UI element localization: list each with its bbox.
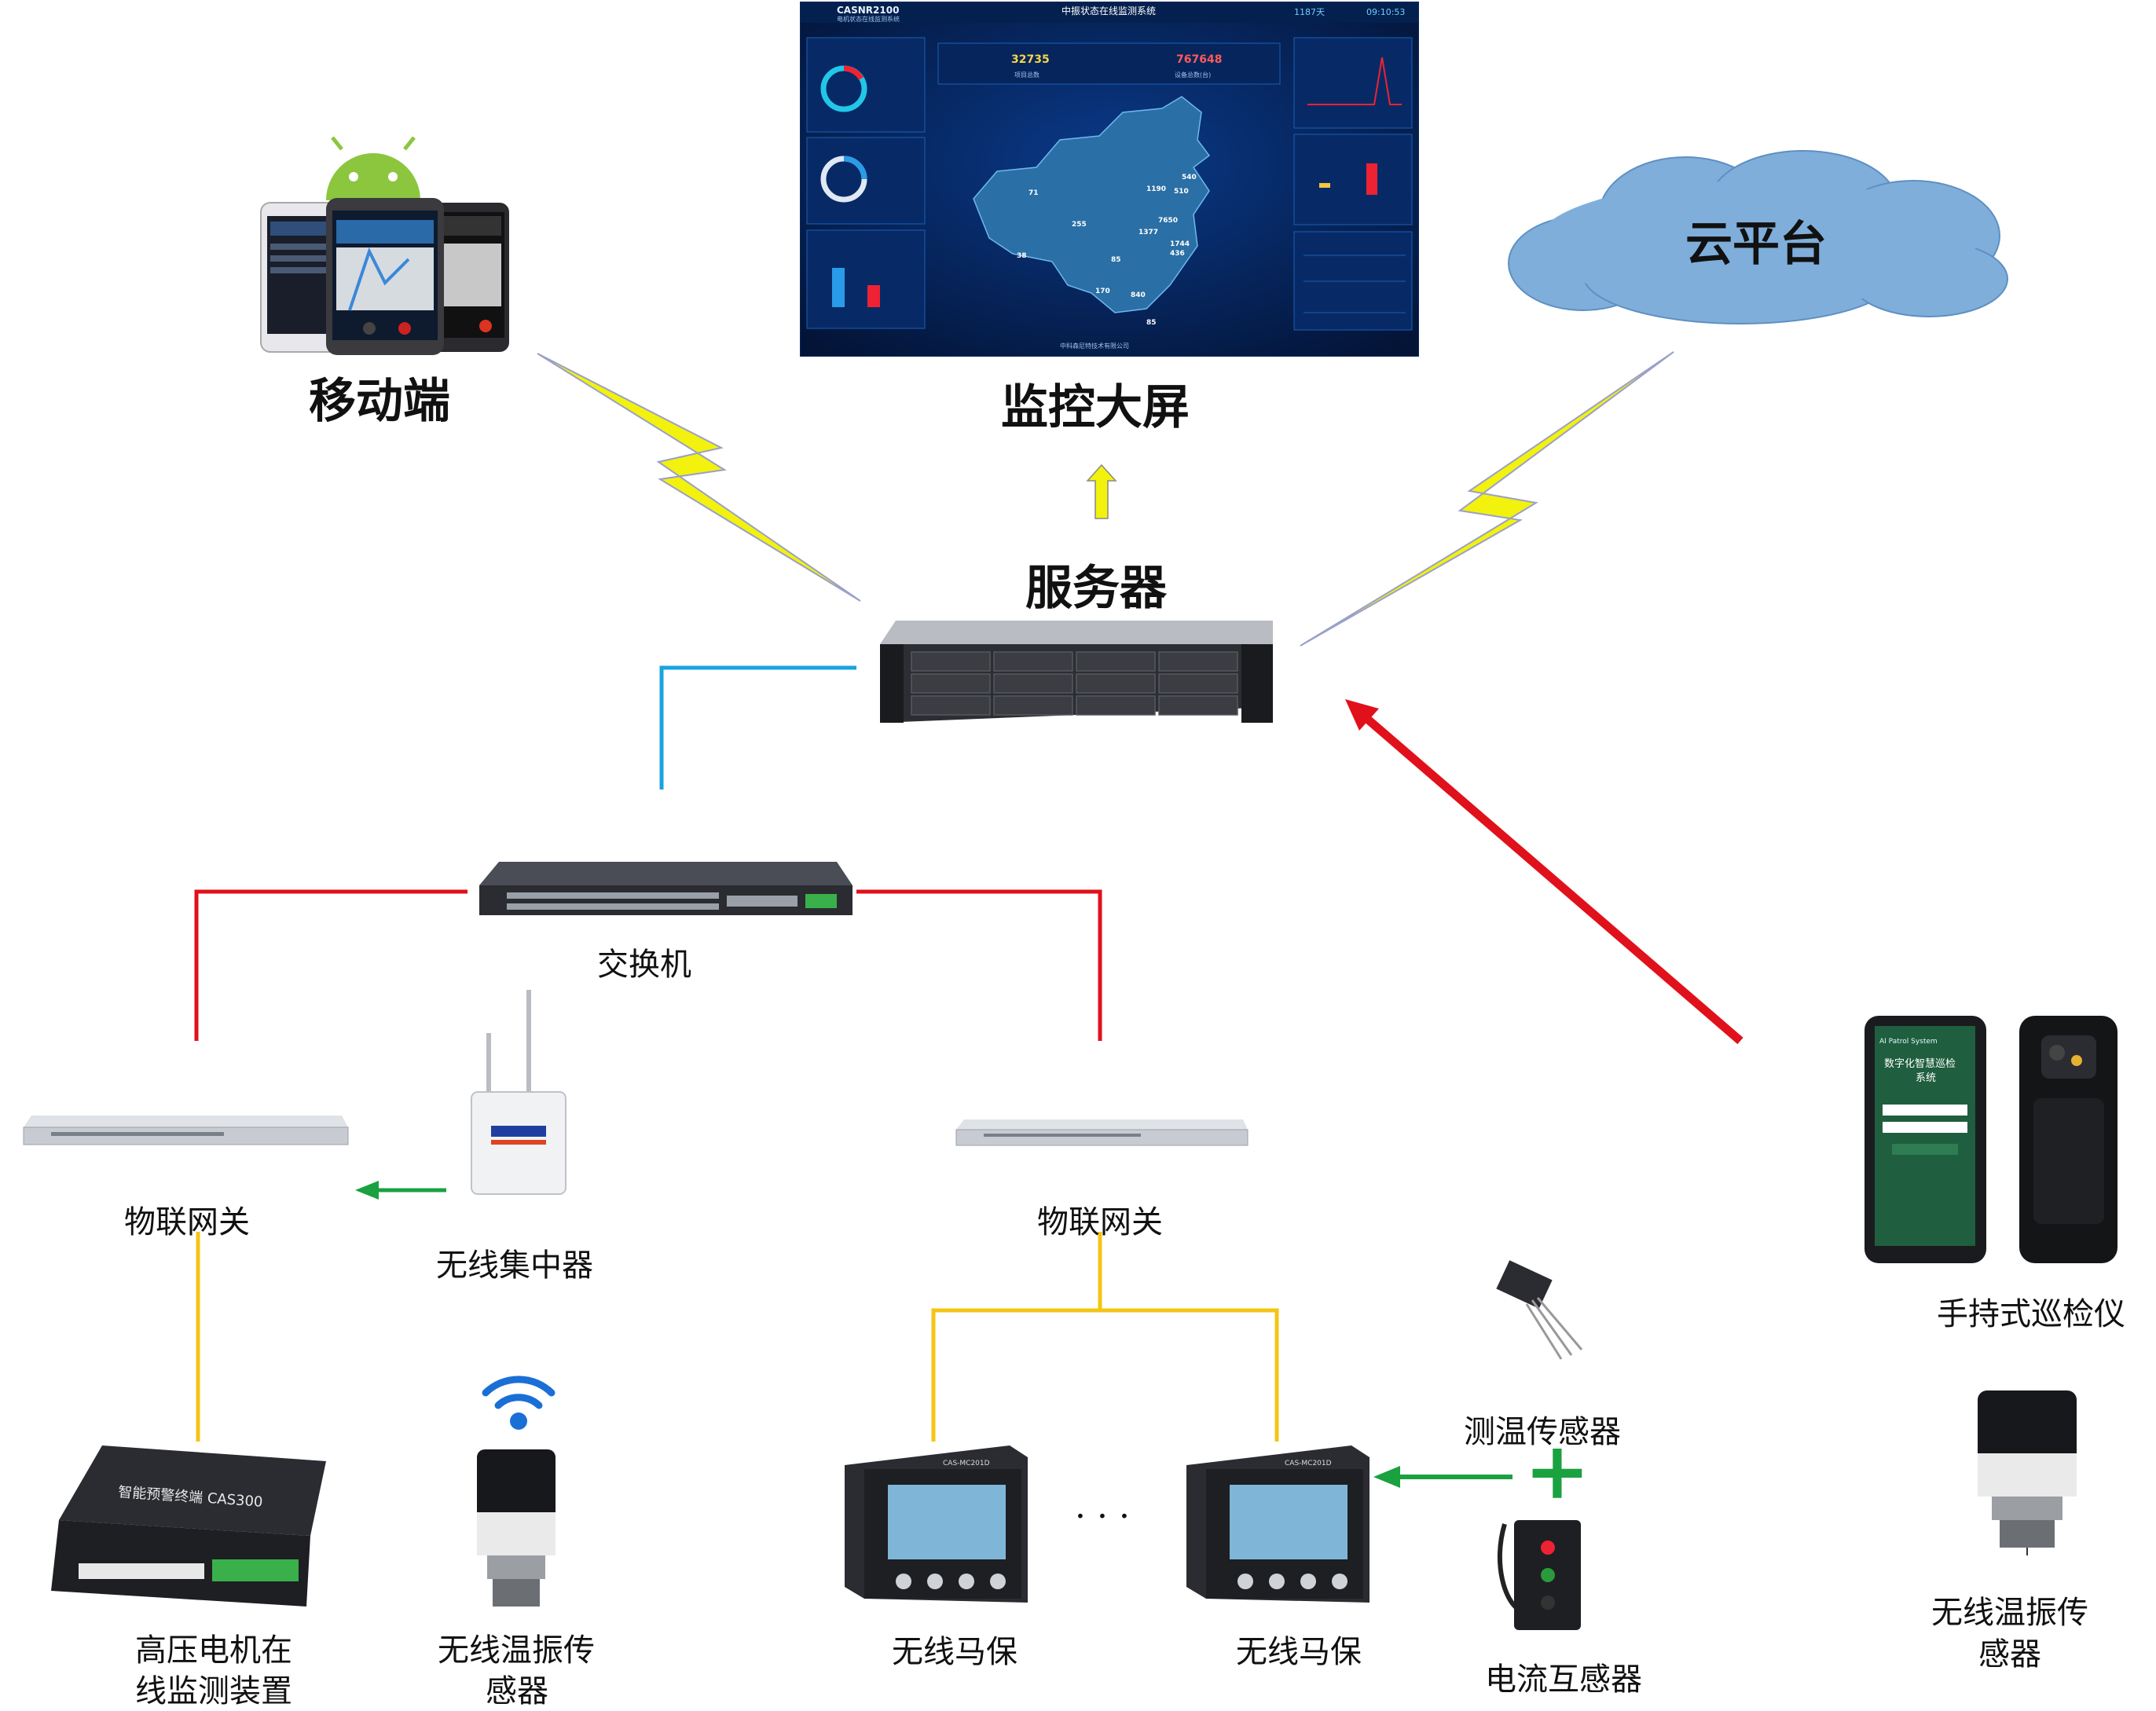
switch-label: 交换机	[597, 947, 691, 983]
android-icon	[326, 136, 420, 200]
screen-stat-2: 767648	[1176, 53, 1222, 66]
svg-text:1377: 1377	[1138, 229, 1158, 236]
hv-motor-label-2: 线监测装置	[135, 1673, 292, 1709]
wireless-concentrator-image	[471, 990, 566, 1195]
svg-text:71: 71	[1028, 189, 1039, 197]
mobile-devices-image	[251, 134, 519, 361]
handheld-device-image: AI Patrol System 数字化智慧巡检 系统	[1864, 1016, 2118, 1263]
yellow-up-arrow	[1086, 463, 1117, 519]
lightning-right	[1300, 351, 1674, 647]
green-arrowhead-2	[1373, 1466, 1400, 1488]
lightning-left	[537, 353, 861, 602]
left-gateway-label: 物联网关	[124, 1204, 250, 1240]
wtv-right-label-1: 无线温振传	[1931, 1595, 2088, 1631]
red-link-switch-left-gateway	[194, 889, 468, 1041]
screen-brand: CASNR2100	[837, 5, 899, 16]
cloud-label: 云平台	[1685, 217, 1827, 272]
yellow-link-gateway-protectors	[931, 1232, 1102, 1442]
wireless-concentrator-label: 无线集中器	[436, 1248, 593, 1284]
green-arrowhead-1	[355, 1181, 379, 1200]
svg-text:1744: 1744	[1170, 240, 1190, 248]
screen-stat-1: 32735	[1011, 53, 1050, 66]
server-label: 服务器	[1025, 561, 1167, 616]
server-image	[880, 621, 1273, 723]
china-map	[973, 96, 1211, 313]
screen-footer: 中科森尼特技术有限公司	[1060, 342, 1129, 350]
motor-protector-2-label: 无线马保	[1236, 1634, 1362, 1670]
right-gateway-label: 物联网关	[1037, 1204, 1163, 1240]
monitoring-screen: CASNR2100 电机状态在线监测系统 中振状态在线监测系统 1187天 09…	[800, 2, 1419, 357]
wireless-temp-vib-sensor-left-image	[477, 1449, 556, 1607]
red-arrow-handheld-server	[1364, 715, 1744, 1045]
motor-protector-1-label: 无线马保	[892, 1634, 1018, 1670]
blue-link-server-switch	[659, 665, 856, 790]
red-arrowhead	[1345, 699, 1379, 731]
svg-text:436: 436	[1170, 250, 1185, 258]
yellow-link-protector-2	[1100, 1308, 1279, 1442]
big-screen-label: 监控大屏	[1001, 380, 1190, 435]
svg-text:85: 85	[1146, 319, 1157, 327]
temp-sensor-label: 测温传感器	[1464, 1414, 1621, 1450]
svg-text:840: 840	[1131, 291, 1146, 299]
plus-sign: +	[1524, 1424, 1590, 1517]
svg-text:7650: 7650	[1158, 217, 1178, 225]
hv-motor-terminal-image: 智能预警终端 CAS300	[51, 1445, 326, 1607]
wtv-left-label-2: 感器	[486, 1673, 548, 1709]
svg-text:85: 85	[1111, 256, 1121, 264]
handheld-app-name: AI Patrol System	[1879, 1038, 1938, 1046]
screen-time: 09:10:53	[1366, 7, 1405, 17]
wtv-right-label-2: 感器	[1978, 1636, 2041, 1673]
motor-protector-2-image: CAS-MC201D	[1186, 1445, 1370, 1603]
svg-text:38: 38	[1017, 252, 1027, 260]
hv-motor-label-1: 高压电机在	[135, 1632, 292, 1669]
handheld-label: 手持式巡检仪	[1937, 1296, 2125, 1332]
svg-text:540: 540	[1182, 174, 1197, 181]
handheld-title-2: 系统	[1916, 1072, 1936, 1084]
wifi-icon	[482, 1376, 556, 1430]
svg-text:255: 255	[1072, 221, 1087, 229]
screen-days: 1187天	[1294, 7, 1325, 17]
red-link-switch-right-gateway	[856, 889, 1102, 1041]
meter-model-1: CAS-MC201D	[943, 1460, 990, 1467]
screen-title: 中振状态在线监测系统	[1062, 5, 1156, 16]
current-transformer-image	[1497, 1520, 1581, 1630]
svg-text:1190: 1190	[1146, 185, 1166, 193]
screen-stat-1-label: 项目总数	[1014, 71, 1040, 79]
screen-subtitle: 电机状态在线监测系统	[837, 15, 900, 23]
motor-protector-1-image: CAS-MC201D	[845, 1445, 1028, 1603]
svg-text:170: 170	[1095, 288, 1110, 295]
ellipsis: · · ·	[1075, 1497, 1130, 1537]
temp-sensor-image	[1496, 1260, 1583, 1360]
left-gateway-image	[23, 1116, 349, 1145]
screen-stat-2-label: 设备总数(台)	[1175, 71, 1211, 79]
right-gateway-image	[955, 1119, 1248, 1146]
svg-text:510: 510	[1174, 188, 1189, 196]
handheld-title-1: 数字化智慧巡检	[1884, 1057, 1956, 1070]
switch-image	[479, 862, 852, 915]
cloud-platform	[1508, 150, 2008, 324]
wtv-left-label-1: 无线温振传	[438, 1632, 595, 1669]
current-transformer-label: 电流互感器	[1485, 1662, 1642, 1698]
wireless-temp-vib-sensor-right-image	[1978, 1390, 2077, 1555]
mobile-label: 移动端	[309, 374, 450, 429]
meter-model-2: CAS-MC201D	[1285, 1460, 1332, 1467]
